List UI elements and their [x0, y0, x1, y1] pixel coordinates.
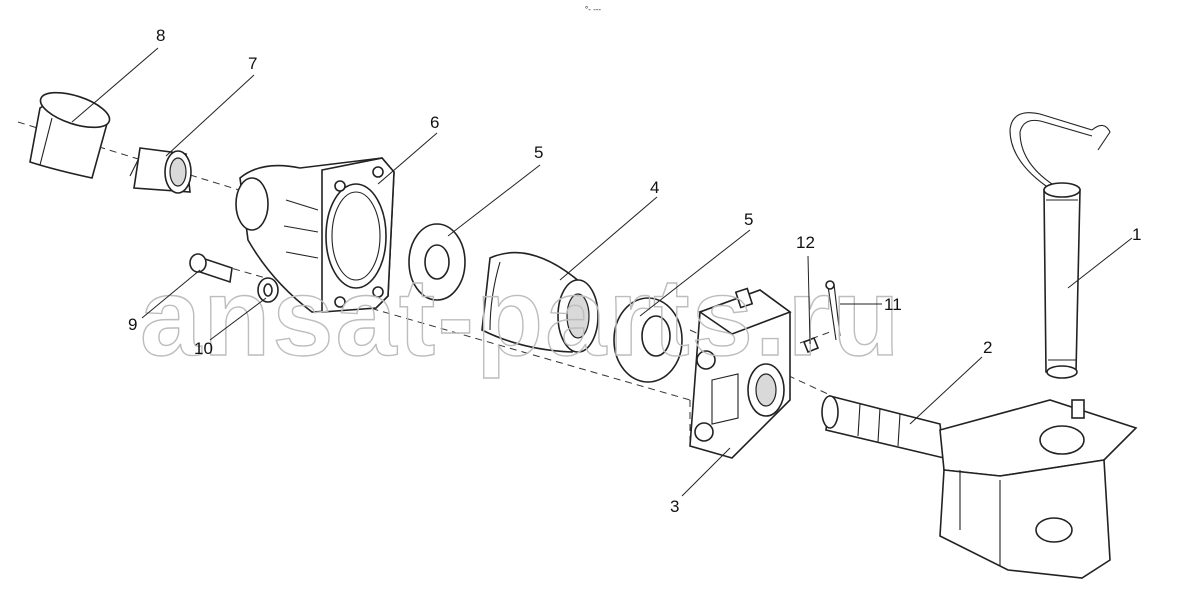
callout-4: 4: [650, 178, 659, 197]
callout-2: 2: [983, 338, 992, 357]
part-10-nut: [257, 277, 279, 303]
part-5-washer-left: [408, 223, 466, 301]
callout-9: 9: [128, 315, 137, 334]
part-11-cotter-pin: [825, 280, 841, 341]
callout-5-right: 5: [744, 210, 753, 229]
part-4-spool: [481, 251, 599, 353]
callout-3: 3: [670, 497, 679, 516]
part-8-sleeve: [29, 91, 111, 179]
part-5-washer-right: [613, 297, 683, 383]
watermark: ansat-parts.ru: [140, 256, 902, 379]
part-2-drawbar: [821, 394, 1138, 579]
corner-mark: °- ---: [585, 5, 601, 14]
part-6-housing: [235, 157, 395, 313]
part-12-grease-nipple: [802, 336, 820, 354]
callout-labels: 1 2 3 4 5 5 6 7 8 9 10 11 12: [128, 26, 1141, 516]
leader-lines: [71, 47, 1133, 497]
callout-7: 7: [248, 54, 257, 73]
callout-10: 10: [194, 339, 213, 358]
part-3-bracket: [689, 287, 792, 459]
callout-11: 11: [884, 295, 902, 314]
part-1-handle-pin: [1009, 112, 1111, 379]
callout-12: 12: [796, 233, 815, 252]
callout-5-left: 5: [534, 143, 543, 162]
callout-1: 1: [1132, 225, 1141, 244]
callout-6: 6: [430, 113, 439, 132]
part-7-bushing: [129, 147, 192, 194]
callout-8: 8: [156, 26, 165, 45]
